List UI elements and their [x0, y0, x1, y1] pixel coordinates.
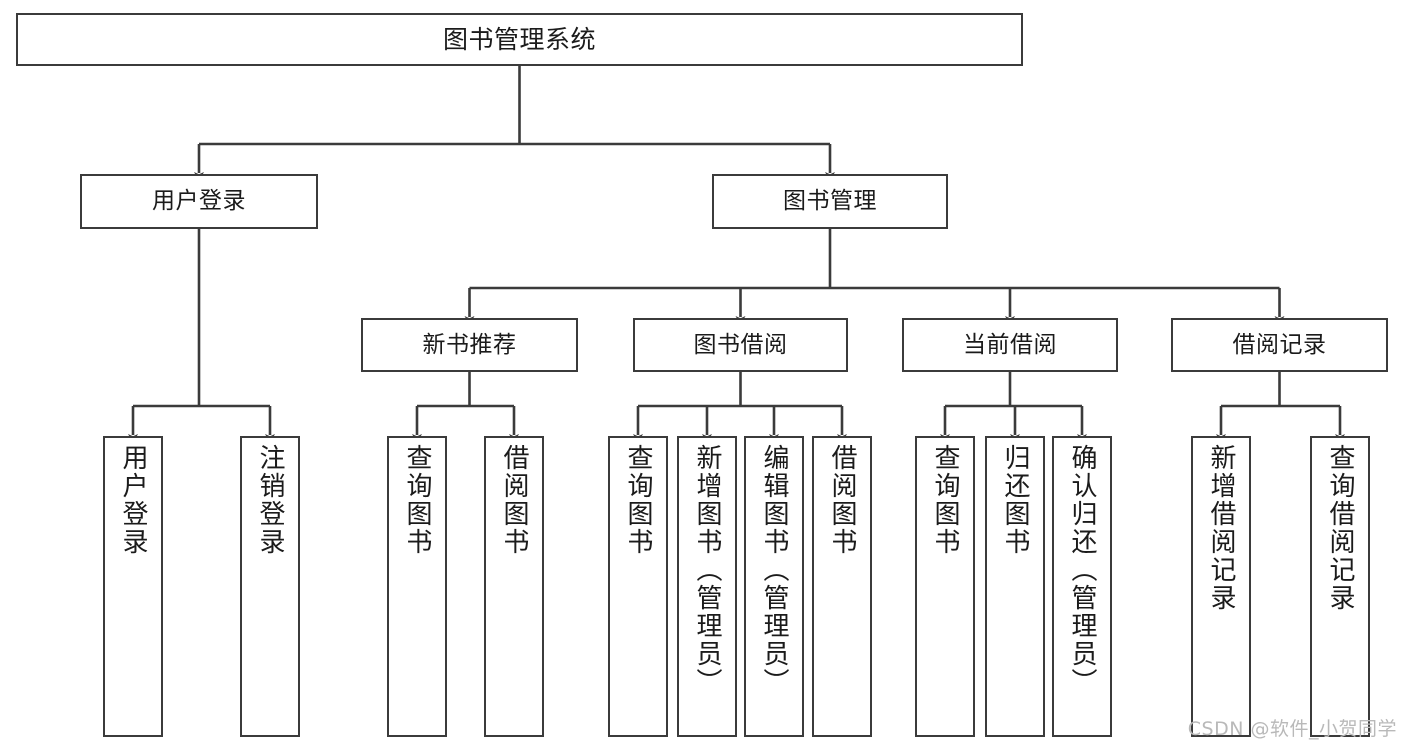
- node-leaf-cur-3[interactable]: 确认归还（管理员）: [1052, 436, 1112, 737]
- node-leaf-login-2[interactable]: 注销登录: [240, 436, 300, 737]
- node-label: 当前借阅: [963, 331, 1057, 358]
- node-label: 新增借阅记录: [1206, 444, 1236, 612]
- node-label: 查询图书: [402, 444, 432, 556]
- node-current[interactable]: 当前借阅: [902, 318, 1118, 372]
- node-leaf-cur-2[interactable]: 归还图书: [985, 436, 1045, 737]
- node-records[interactable]: 借阅记录: [1171, 318, 1388, 372]
- node-label: 借阅图书: [827, 444, 857, 556]
- node-bookmgmt[interactable]: 图书管理: [712, 174, 948, 229]
- node-login[interactable]: 用户登录: [80, 174, 318, 229]
- node-label: 借阅图书: [499, 444, 529, 556]
- node-label: 新增图书（管理员）: [692, 444, 722, 696]
- node-label: 查询图书: [623, 444, 653, 556]
- node-borrow[interactable]: 图书借阅: [633, 318, 848, 372]
- node-label: 图书管理: [783, 188, 877, 215]
- node-label: 编辑图书（管理员）: [759, 444, 789, 696]
- node-label: 查询图书: [930, 444, 960, 556]
- node-label: 借阅记录: [1232, 331, 1327, 358]
- node-root[interactable]: 图书管理系统: [16, 13, 1023, 66]
- node-label: 图书借阅: [693, 331, 788, 358]
- node-leaf-rec-1[interactable]: 新增借阅记录: [1191, 436, 1251, 737]
- node-leaf-borrow-3[interactable]: 编辑图书（管理员）: [744, 436, 804, 737]
- node-label: 新书推荐: [422, 331, 517, 358]
- node-newbook[interactable]: 新书推荐: [361, 318, 578, 372]
- node-leaf-borrow-4[interactable]: 借阅图书: [812, 436, 872, 737]
- node-leaf-cur-1[interactable]: 查询图书: [915, 436, 975, 737]
- node-leaf-new-1[interactable]: 查询图书: [387, 436, 447, 737]
- node-leaf-new-2[interactable]: 借阅图书: [484, 436, 544, 737]
- node-leaf-borrow-2[interactable]: 新增图书（管理员）: [677, 436, 737, 737]
- node-label: 用户登录: [118, 444, 148, 556]
- node-leaf-rec-2[interactable]: 查询借阅记录: [1310, 436, 1370, 737]
- node-label: 确认归还（管理员）: [1067, 444, 1097, 696]
- node-leaf-login-1[interactable]: 用户登录: [103, 436, 163, 737]
- watermark: CSDN @软件_小贺同学: [1187, 718, 1397, 740]
- node-label: 用户登录: [152, 188, 246, 215]
- node-label: 注销登录: [255, 444, 285, 556]
- node-leaf-borrow-1[interactable]: 查询图书: [608, 436, 668, 737]
- node-label: 归还图书: [1000, 444, 1030, 556]
- node-label: 查询借阅记录: [1325, 444, 1355, 612]
- node-label: 图书管理系统: [442, 25, 596, 54]
